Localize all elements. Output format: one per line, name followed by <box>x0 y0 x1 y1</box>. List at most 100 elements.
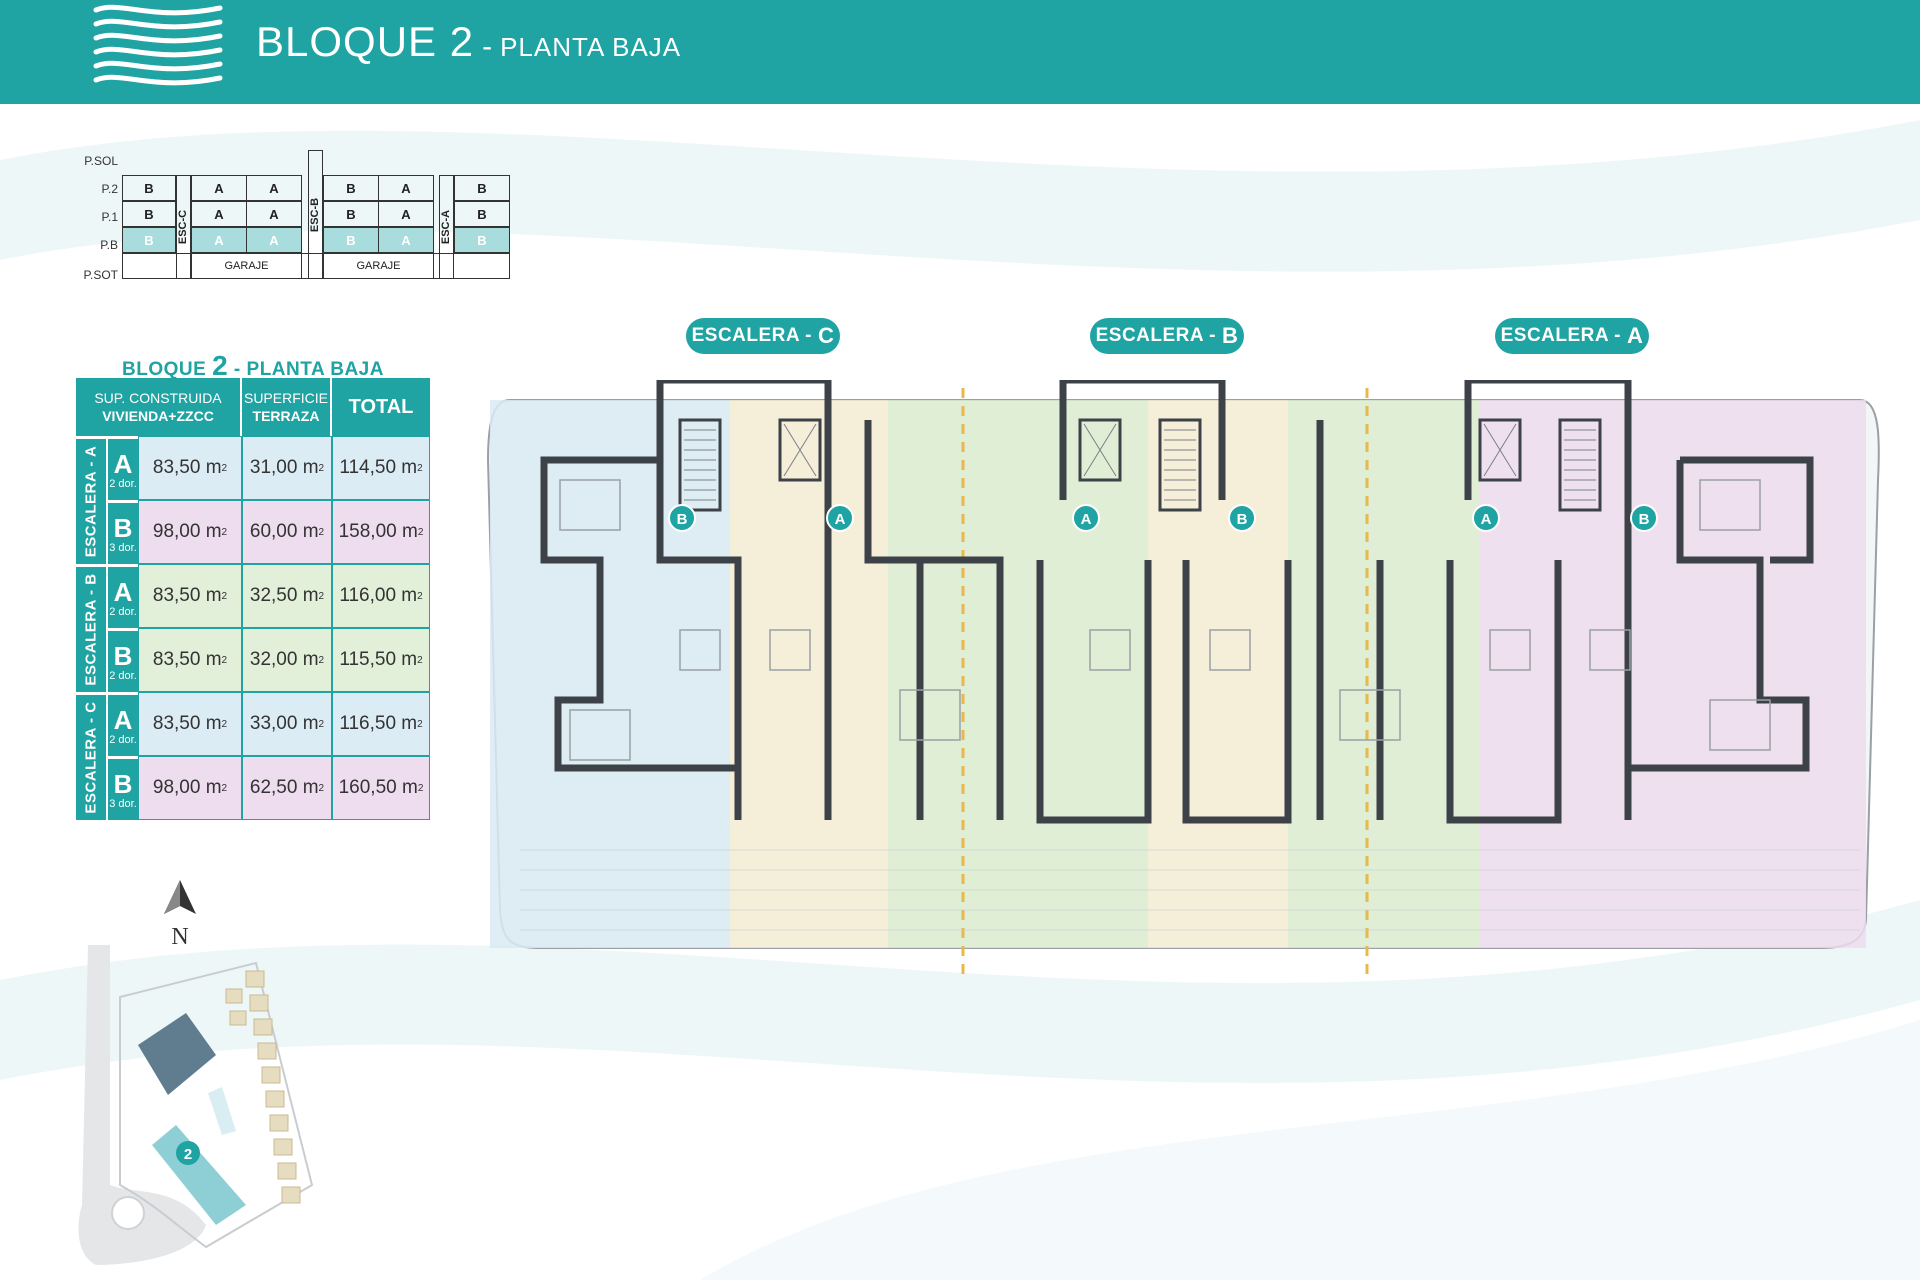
stair-pill-b: ESCALERA -B <box>1090 318 1244 354</box>
unit-marker-label: B <box>1639 511 1650 528</box>
unit-cell: A <box>246 175 302 201</box>
area-unit: m <box>302 585 319 606</box>
unit-cell: B <box>323 201 379 227</box>
level-label: P.B <box>100 238 118 252</box>
unit-cell: B <box>122 201 176 227</box>
title-sub: PLANTA BAJA <box>500 32 682 62</box>
unit-cell: B <box>454 175 510 201</box>
area-unit-exp: 2 <box>318 654 325 666</box>
pill-letter: C <box>818 323 835 348</box>
unit-zones <box>490 400 1866 948</box>
area-unit-exp: 2 <box>221 718 228 730</box>
area-value: 83,50 <box>152 457 201 478</box>
area-unit: m <box>302 457 319 478</box>
header-text: VIVIENDA+ZZCC <box>102 408 214 424</box>
unit-marker <box>1228 504 1256 532</box>
area-unit: m <box>205 457 222 478</box>
area-unit-exp: 2 <box>318 718 325 730</box>
header-bar: BLOQUE 2-PLANTA BAJA <box>0 0 1920 104</box>
area-unit-exp: 2 <box>417 718 423 730</box>
area-summary-table: SUP. CONSTRUIDA VIVIENDA+ZZCC SUPERFICIE… <box>76 378 430 824</box>
unit-type: B <box>113 640 133 671</box>
unit-cell: A <box>191 201 247 227</box>
stair-label: ESC-C <box>177 209 190 245</box>
stair-column: ESC-C <box>176 175 191 279</box>
header-text: SUPERFICIE <box>243 390 328 406</box>
unit-type: A <box>113 576 133 607</box>
area-unit: m <box>401 713 418 734</box>
stair-group-label: ESCALERA - B <box>76 564 106 692</box>
area-value: 160,50 <box>338 777 397 798</box>
unit-zone <box>730 400 888 948</box>
ground-unit-cell: B <box>122 227 176 253</box>
area-value: 116,00 <box>339 585 397 606</box>
header-text: TOTAL <box>348 396 414 418</box>
area-unit-exp: 2 <box>417 654 423 666</box>
unit-marker <box>668 504 696 532</box>
header-total: TOTAL <box>332 378 430 436</box>
header-text: SUP. CONSTRUIDA <box>94 390 222 406</box>
stair-label: ESC-A <box>440 209 453 245</box>
area-unit-exp: 2 <box>417 590 423 602</box>
area-unit: m <box>402 777 418 798</box>
area-unit-exp: 2 <box>221 462 228 474</box>
area-value: 115,50 <box>339 649 397 670</box>
area-unit: m <box>302 649 319 670</box>
table-title-number: 2 <box>212 350 229 381</box>
plan-walls <box>540 380 1814 824</box>
brand-logo-icon <box>93 4 223 86</box>
header-built-area: SUP. CONSTRUIDA VIVIENDA+ZZCC <box>76 378 242 436</box>
level-label: P.SOT <box>83 268 118 282</box>
unit-marker-label: B <box>677 511 688 528</box>
area-unit-exp: 2 <box>221 782 228 794</box>
area-unit: m <box>401 585 418 606</box>
area-unit: m <box>401 649 418 670</box>
table-title-pre: BLOQUE <box>122 359 207 380</box>
area-value: 31,00 <box>249 457 298 478</box>
block-number-label: 2 <box>184 1146 192 1163</box>
area-value: 32,50 <box>249 585 298 606</box>
unit-zone <box>1480 400 1866 948</box>
ground-unit-cell: A <box>378 227 434 253</box>
unit-type: B <box>113 512 133 543</box>
title-separator: - <box>482 30 493 63</box>
unit-bedrooms: 2 dor. <box>109 733 137 746</box>
unit-bedrooms: 2 dor. <box>109 477 137 490</box>
garage-label: GARAJE <box>323 253 434 279</box>
unit-marker-label: A <box>1481 511 1492 528</box>
header-terrace: SUPERFICIE TERRAZA <box>242 378 332 436</box>
area-unit-exp: 2 <box>318 782 325 794</box>
unit-type: A <box>113 448 133 479</box>
page-title: BLOQUE 2-PLANTA BAJA <box>256 18 681 66</box>
stair-pill-a: ESCALERA -A <box>1495 318 1649 354</box>
unit-zone <box>1148 400 1288 948</box>
unit-bedrooms: 2 dor. <box>109 669 137 682</box>
stair-pill-c: ESCALERA -C <box>686 318 840 354</box>
north-arrow-icon: N <box>164 880 196 948</box>
ground-unit-cell: A <box>191 227 247 253</box>
unit-cell: B <box>323 175 379 201</box>
area-value: 98,00 <box>152 777 201 798</box>
area-value: 83,50 <box>152 649 201 670</box>
area-value: 83,50 <box>152 585 201 606</box>
stair-group-label: ESCALERA - C <box>76 692 106 820</box>
unit-type: A <box>113 704 133 735</box>
unit-marker-label: A <box>835 511 846 528</box>
unit-cell: A <box>191 175 247 201</box>
area-value: 98,00 <box>152 521 201 542</box>
